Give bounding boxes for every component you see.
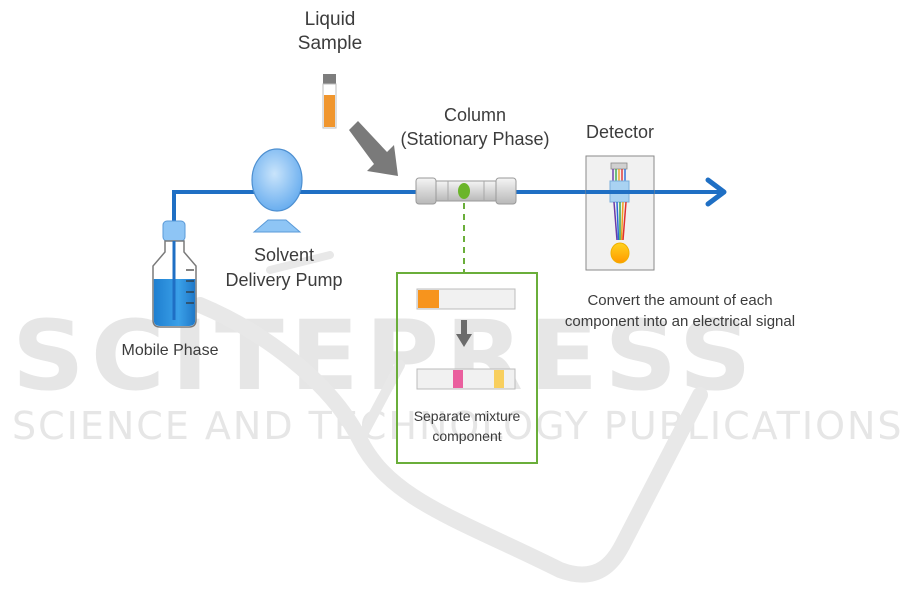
column-line2: (Stationary Phase) <box>390 127 560 151</box>
separation-line2: component <box>400 426 534 446</box>
sample-vial-icon <box>323 74 336 128</box>
detector-description: Convert the amount of each component int… <box>560 290 800 332</box>
pump-line2: Delivery Pump <box>214 268 354 293</box>
mobile-phase-label: Mobile Phase <box>110 342 230 360</box>
mobile-phase-bottle-icon <box>153 221 196 327</box>
liquid-sample-label: Liquid Sample <box>290 8 370 56</box>
liquid-sample-line1: Liquid <box>290 8 370 32</box>
pump-line1: Solvent <box>214 243 354 268</box>
column-icon <box>416 178 516 204</box>
detector-desc-line1: Convert the amount of each <box>560 290 800 311</box>
mixture-band <box>418 290 439 308</box>
pink-band <box>453 370 463 388</box>
detector-icon <box>586 156 654 270</box>
separation-label: Separate mixture component <box>400 406 534 446</box>
pump-label: Solvent Delivery Pump <box>214 243 354 293</box>
separation-line1: Separate mixture <box>400 406 534 426</box>
down-arrow-icon <box>456 320 472 347</box>
yellow-band <box>494 370 504 388</box>
liquid-sample-line2: Sample <box>290 32 370 56</box>
column-line1: Column <box>390 103 560 127</box>
detector-label: Detector <box>570 122 670 143</box>
column-label: Column (Stationary Phase) <box>390 103 560 151</box>
pump-icon <box>252 149 302 232</box>
sample-band-icon <box>458 183 470 199</box>
detector-desc-line2: component into an electrical signal <box>560 311 800 332</box>
